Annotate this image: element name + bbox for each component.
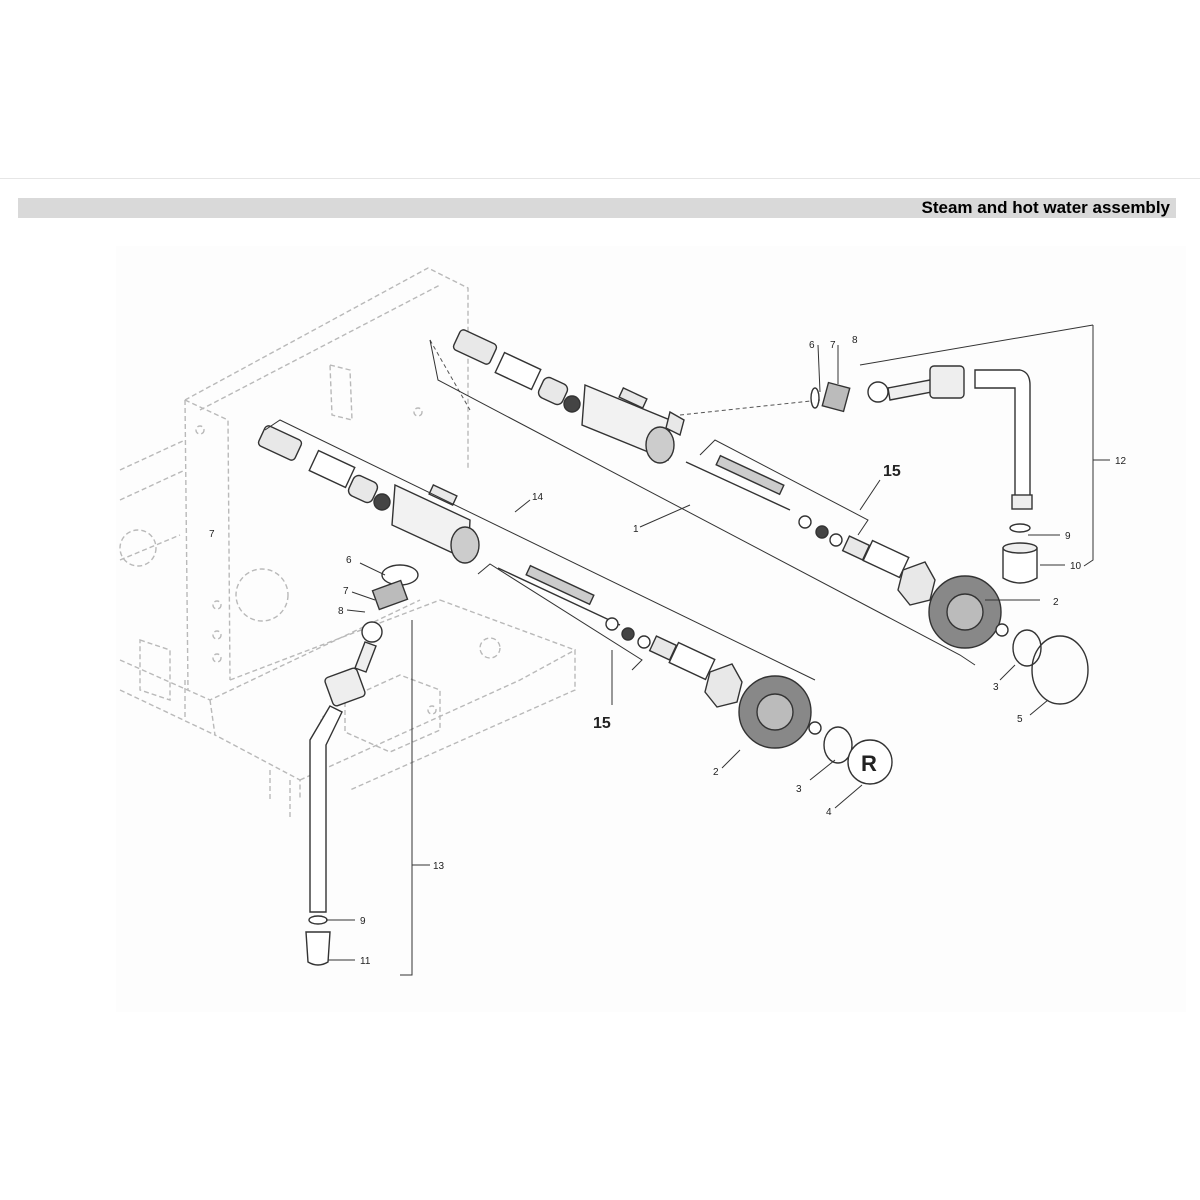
callout-3: 3 xyxy=(796,784,802,795)
callout-4: 4 xyxy=(826,807,832,818)
callout-7: 7 xyxy=(343,586,349,597)
knob-badge-letter: R xyxy=(861,751,877,776)
callout-2: 2 xyxy=(1053,597,1059,608)
header-bar: Steam and hot water assembly xyxy=(18,198,1176,218)
callout-15: 15 xyxy=(883,463,901,480)
callout-8: 8 xyxy=(852,335,858,346)
callout-14: 14 xyxy=(532,492,544,503)
callout-13: 13 xyxy=(433,861,445,872)
callout-5: 5 xyxy=(1017,714,1023,725)
callout-15: 15 xyxy=(593,715,611,732)
top-divider xyxy=(0,178,1200,179)
callout-10: 10 xyxy=(1070,561,1082,572)
lower-valve-assembly xyxy=(257,425,893,785)
callout-leaders xyxy=(264,324,1110,976)
callout-3: 3 xyxy=(993,682,999,693)
steam-wand xyxy=(305,564,419,966)
hot-water-wand xyxy=(810,365,1038,584)
callout-9: 9 xyxy=(1065,531,1071,542)
callout-labels: 1 2 2 3 3 4 5 6 6 7 7 7 8 8 9 9 10 11 12… xyxy=(209,335,1127,967)
upper-valve-assembly xyxy=(452,329,1089,705)
callout-6: 6 xyxy=(809,340,815,351)
callout-9: 9 xyxy=(360,916,366,927)
machine-frame xyxy=(119,267,576,820)
callout-6: 6 xyxy=(346,555,352,566)
page-title: Steam and hot water assembly xyxy=(921,198,1170,217)
callout-7: 7 xyxy=(830,340,836,351)
callout-8: 8 xyxy=(338,606,344,617)
callout-12: 12 xyxy=(1115,456,1127,467)
callout-7: 7 xyxy=(209,529,215,540)
callout-11: 11 xyxy=(360,956,371,967)
callout-2: 2 xyxy=(713,767,719,778)
callout-1: 1 xyxy=(633,524,639,535)
